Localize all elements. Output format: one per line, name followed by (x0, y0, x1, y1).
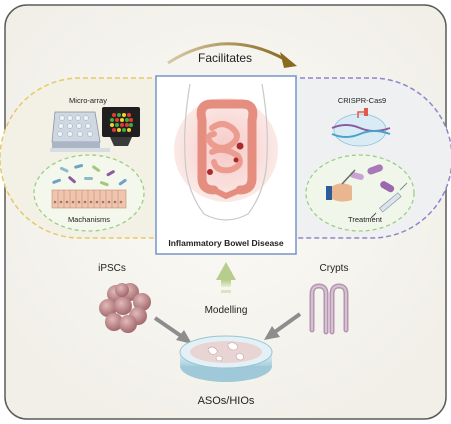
ipscs-label: iPSCs (98, 263, 126, 274)
crypts-to-dish-arrow (264, 312, 302, 340)
petri-dish-icon (179, 335, 273, 382)
facilitates-arrowhead (280, 52, 297, 68)
pills-icon (350, 164, 395, 193)
hand-icon (326, 169, 356, 202)
ipsc-colony-icon (99, 283, 151, 333)
epithelium-icon (51, 189, 127, 209)
disease-title: Inflammatory Bowel Disease (168, 238, 284, 248)
microarray-chip-icon (102, 107, 140, 146)
crypts-label: Crypts (320, 263, 349, 274)
syringe-icon (370, 182, 408, 219)
microarray-base (50, 148, 110, 152)
intestine-icon (196, 99, 258, 200)
facilitates-label: Facilitates (198, 51, 252, 65)
modelling-arrow (216, 262, 236, 293)
ipsc-to-dish-arrow (153, 316, 192, 344)
treatment-circle (305, 154, 415, 232)
body-torso-icon (184, 83, 268, 221)
microarray-plate-icon (51, 111, 101, 150)
bacteria-icons (52, 164, 127, 187)
crispr-label: CRISPR-Cas9 (338, 96, 386, 105)
crypts-icon (309, 283, 349, 335)
crispr-cas9-icon (331, 108, 391, 147)
treatment-label: Treatment (348, 215, 383, 224)
facilitates-arrow (167, 42, 287, 65)
micro-array-label: Micro-array (69, 96, 107, 105)
mechanisms-label: Machanisms (68, 215, 110, 224)
asos-hios-label: ASOs/HIOs (198, 395, 255, 407)
modelling-label: Modelling (205, 305, 248, 316)
